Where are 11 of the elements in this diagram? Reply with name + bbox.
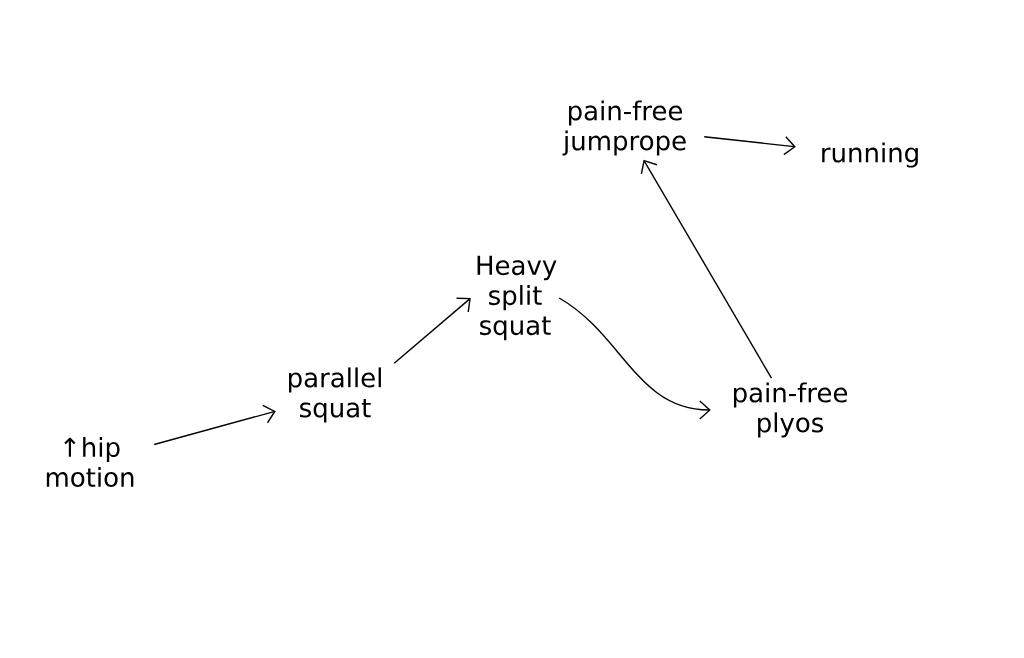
arrow <box>153 404 276 446</box>
arrow <box>393 297 471 364</box>
handwritten-label: pain-free jumprope <box>562 100 686 156</box>
handwritten-label: running <box>822 142 918 168</box>
arrow <box>640 159 773 379</box>
arrow <box>703 135 796 156</box>
handwritten-label: parallel squat <box>289 367 381 423</box>
handwritten-label: pain-free plyos <box>734 382 848 438</box>
handwritten-label: ↑hip motion <box>46 436 134 488</box>
handwritten-label: Heavy split squat <box>477 255 557 341</box>
arrow <box>558 297 711 420</box>
